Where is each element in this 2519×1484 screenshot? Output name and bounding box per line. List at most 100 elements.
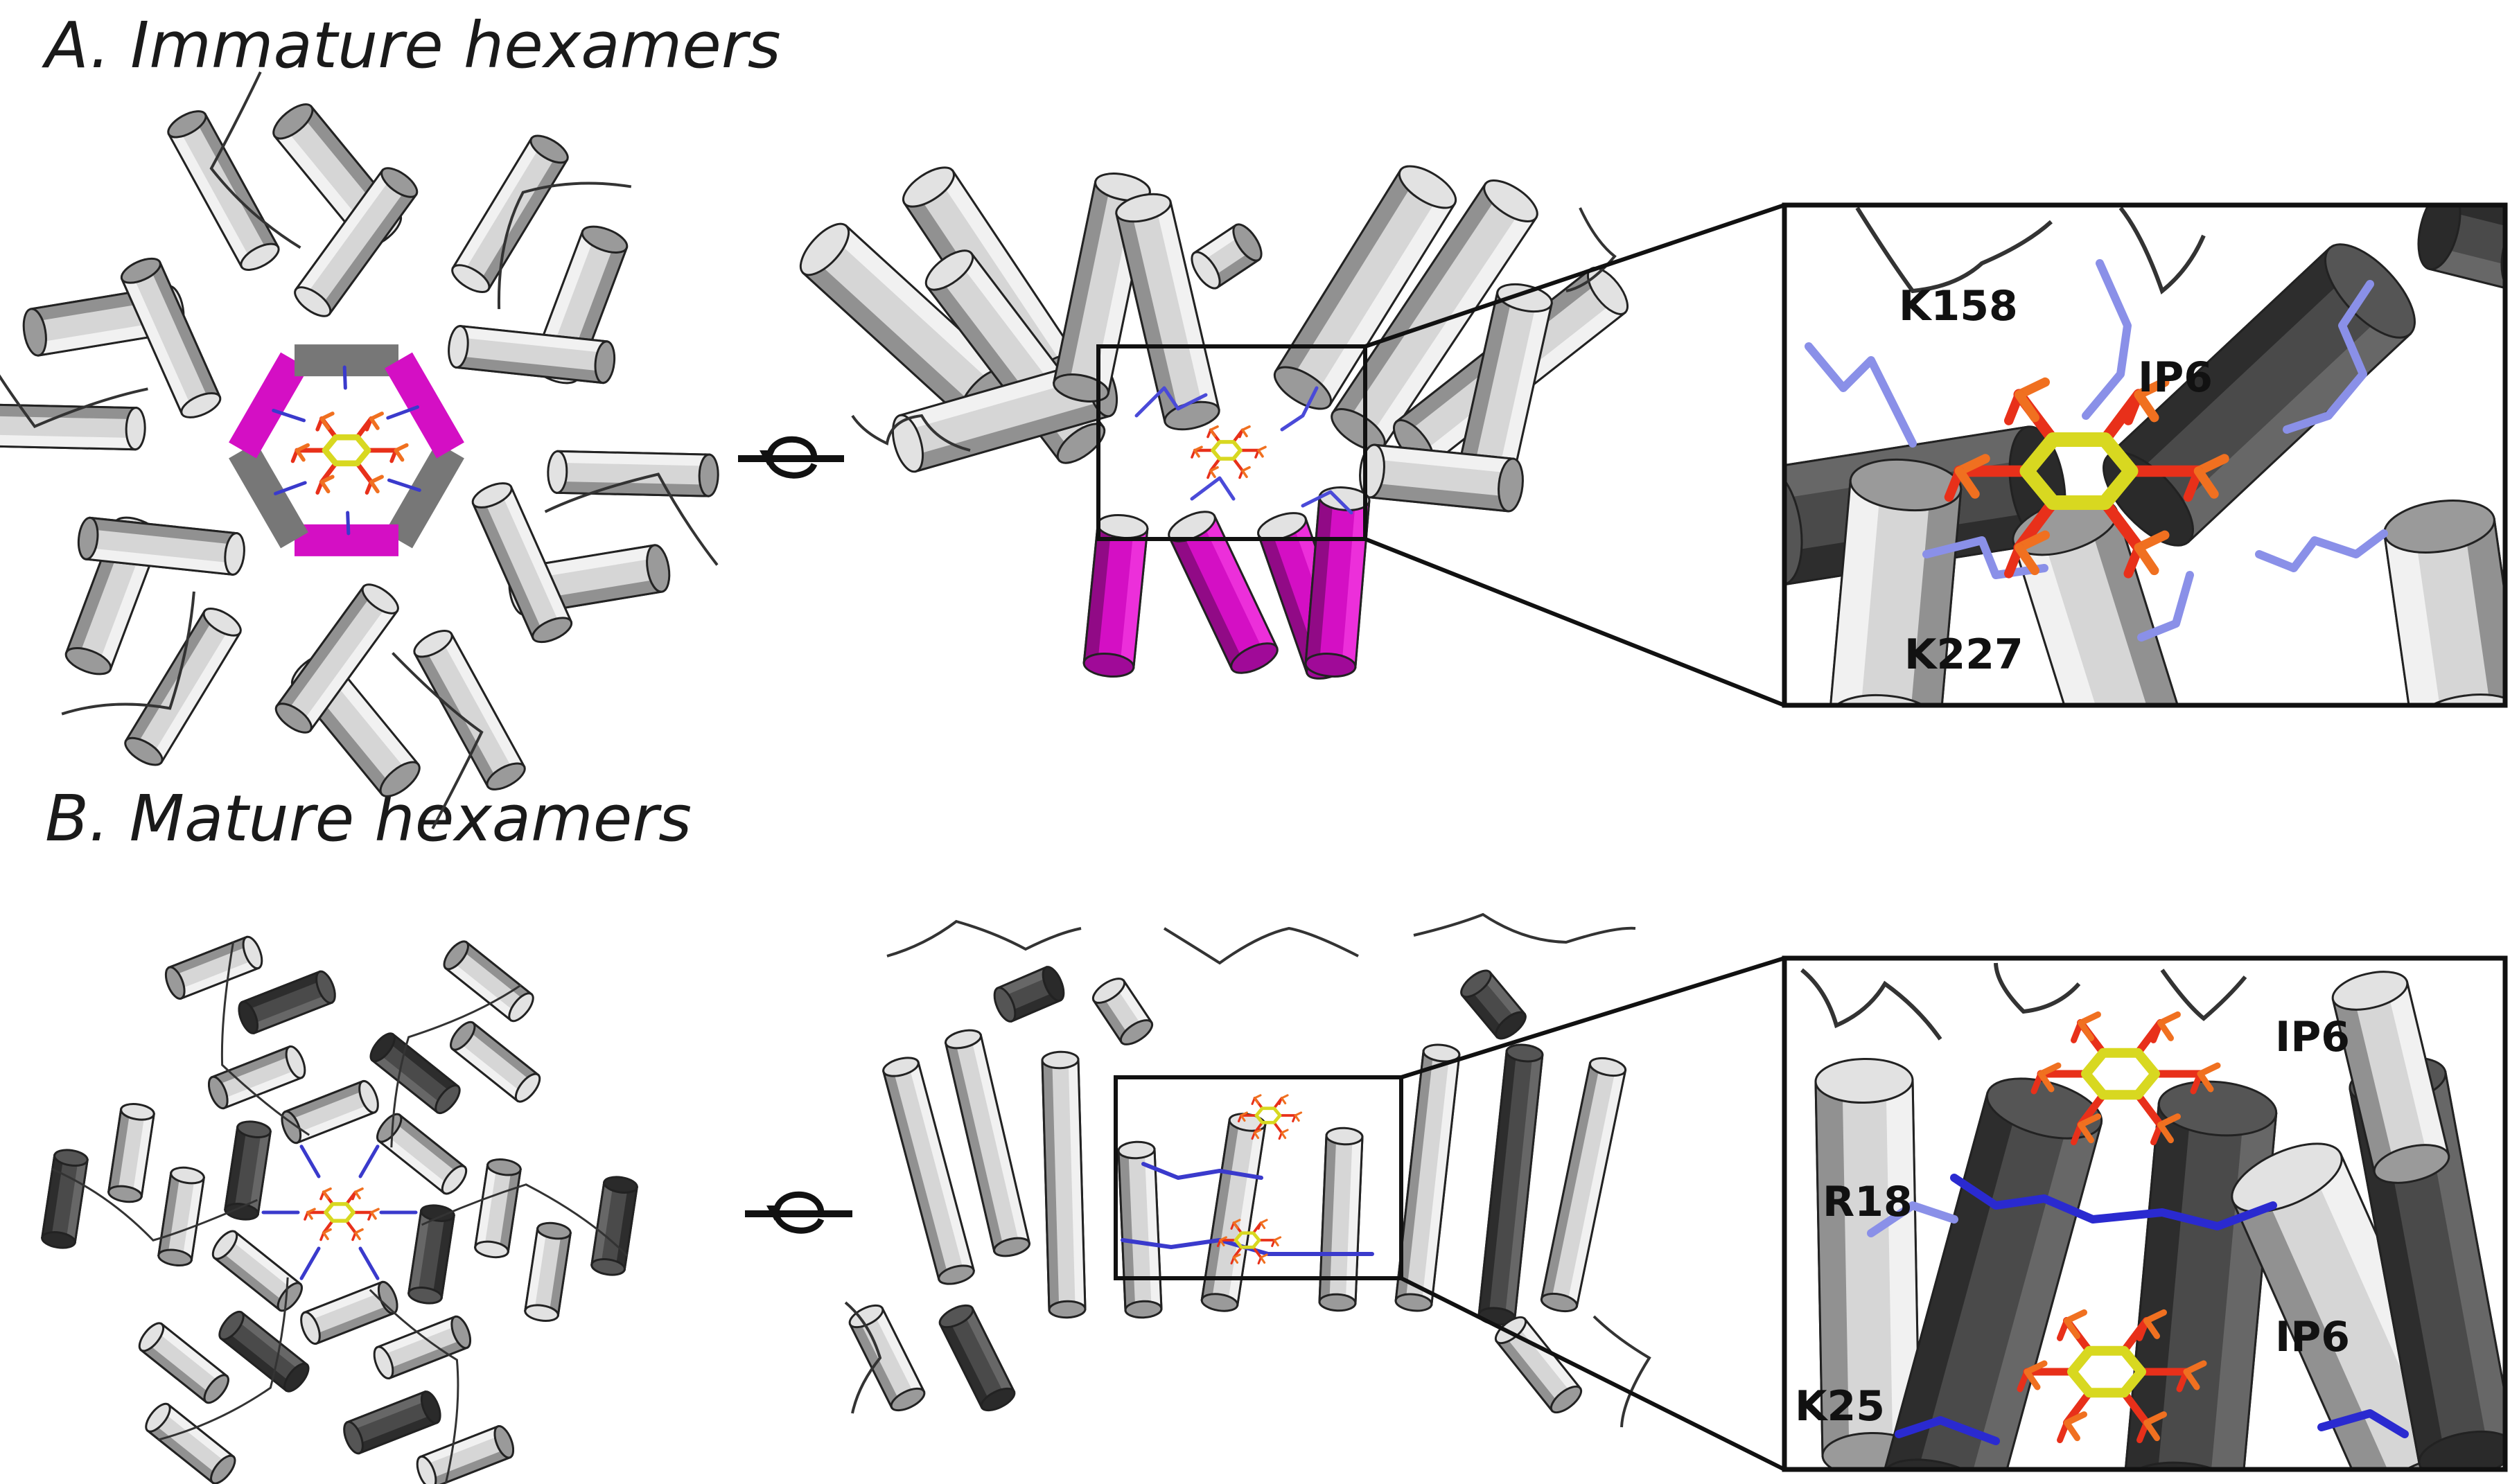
sidechain-stick xyxy=(1282,1133,1285,1138)
rotation-axis-icon xyxy=(738,439,844,475)
helix-cylinder xyxy=(1478,1043,1543,1327)
helix-cylinder xyxy=(414,1424,517,1484)
sidechain-stick xyxy=(1192,478,1234,499)
helix-cylinder xyxy=(157,1165,205,1267)
helix-cylinder xyxy=(524,1221,572,1323)
helix-cylinder xyxy=(410,626,529,795)
helix-cylinder xyxy=(235,969,338,1036)
coil-loop xyxy=(887,921,1081,956)
sidechain-stick xyxy=(1243,470,1247,477)
sidechain-stick xyxy=(1274,1240,1278,1245)
sidechain-stick xyxy=(1258,450,1263,457)
helix-cylinder xyxy=(135,1319,233,1406)
zoom-line-b-bottom xyxy=(1401,1278,1784,1469)
helix-cylinder xyxy=(1319,1127,1363,1311)
sidechain-stick xyxy=(371,418,378,428)
helix-cylinder xyxy=(121,603,245,770)
helix-cylinder xyxy=(367,1030,464,1117)
immature-hexamer-top-view xyxy=(0,72,719,829)
sidechain-stick xyxy=(326,1204,353,1221)
ip6-molecule xyxy=(1192,427,1265,478)
label-ip6-b-upper: IP6 xyxy=(2275,1013,2350,1061)
sidechain-stick xyxy=(1295,1115,1299,1120)
sidechain-stick xyxy=(1261,1223,1265,1228)
helix-cylinder xyxy=(1114,189,1222,434)
helix-cylinder xyxy=(407,1203,455,1305)
sidechain-stick xyxy=(324,1192,328,1199)
helix-cylinder xyxy=(1305,486,1370,678)
helix-cylinder xyxy=(107,1102,155,1204)
sidechain-stick xyxy=(322,482,328,492)
sidechain-stick xyxy=(371,1212,376,1219)
helix-cylinder xyxy=(440,937,538,1025)
label-k25: K25 xyxy=(1795,1382,1885,1431)
immature-hexamer-side-view xyxy=(793,158,1635,684)
label-ip6-b-lower: IP6 xyxy=(2275,1313,2350,1361)
helix-cylinder xyxy=(224,1120,272,1221)
sidechain-stick xyxy=(360,1248,378,1278)
helix-cylinder xyxy=(1395,1043,1460,1313)
sidechain-stick xyxy=(325,437,368,463)
helix-cylinder xyxy=(547,451,719,496)
helix-cylinder xyxy=(1186,220,1267,293)
sidechain-stick xyxy=(324,1233,328,1239)
helix-cylinder xyxy=(474,1157,522,1259)
inset-immature-binding-site xyxy=(1739,184,2519,788)
label-k158: K158 xyxy=(1899,282,2018,330)
sidechain-stick xyxy=(346,1221,356,1233)
sidechain-stick xyxy=(301,1248,319,1278)
helix-cylinder xyxy=(216,1308,313,1395)
helix-cylinder xyxy=(1042,1052,1086,1318)
ip6-molecule xyxy=(305,1189,378,1240)
helix-cylinder xyxy=(1457,966,1530,1043)
mature-hexamer-top-view xyxy=(41,935,638,1484)
sidechain-stick xyxy=(360,1147,378,1176)
label-ip6-a: IP6 xyxy=(2138,353,2213,402)
helix-cylinder xyxy=(41,1148,89,1250)
helix-cylinder xyxy=(1089,974,1156,1049)
coil-loop xyxy=(1164,928,1358,963)
sidechain-stick xyxy=(1243,430,1247,436)
sidechain-stick xyxy=(1256,1108,1280,1123)
helix-cylinder xyxy=(590,1175,638,1277)
sidechain-stick xyxy=(1211,430,1215,436)
mature-hexamer-side-view xyxy=(845,915,1649,1427)
coil-loop xyxy=(1594,1316,1649,1427)
helix-cylinder xyxy=(162,935,265,1001)
helix-cylinder xyxy=(164,106,283,275)
sidechain-stick xyxy=(1234,459,1243,470)
helix-cylinder xyxy=(340,1389,444,1456)
zoom-line-a-bottom xyxy=(1365,539,1784,705)
helix-cylinder xyxy=(373,1111,471,1198)
helix-cylinder xyxy=(297,1280,401,1346)
helix-cylinder xyxy=(1201,1111,1267,1313)
helix-cylinder xyxy=(1540,1055,1627,1314)
label-r18: R18 xyxy=(1823,1178,1913,1226)
sidechain-stick xyxy=(1254,1098,1258,1103)
rotation-axis-icon xyxy=(745,1194,852,1230)
sidechain-stick xyxy=(322,418,328,428)
sidechain-stick xyxy=(356,1192,360,1199)
helix-cylinder xyxy=(209,1228,306,1315)
sidechain-stick xyxy=(301,1147,319,1176)
helix-cylinder xyxy=(142,1400,240,1484)
sidechain-stick xyxy=(1211,470,1215,477)
sidechain-stick xyxy=(1282,1098,1285,1103)
helix-cylinder xyxy=(278,1079,381,1145)
sidechain-stick xyxy=(1213,442,1240,459)
sidechain-stick xyxy=(1274,1122,1282,1133)
helix-cylinder xyxy=(937,1301,1018,1415)
sidechain-stick xyxy=(348,513,349,533)
sidechain-stick xyxy=(356,1233,360,1239)
sidechain-stick xyxy=(1261,1257,1265,1262)
sidechain-stick xyxy=(371,482,378,492)
label-k227: K227 xyxy=(1904,630,2024,679)
sidechain-stick xyxy=(344,367,345,388)
helix-cylinder xyxy=(448,130,572,297)
sidechain-stick xyxy=(396,450,402,460)
helix-cylinder xyxy=(990,964,1068,1024)
coil-loop xyxy=(1414,915,1635,942)
helix-cylinder xyxy=(446,1018,544,1106)
sidechain-stick xyxy=(358,463,371,482)
